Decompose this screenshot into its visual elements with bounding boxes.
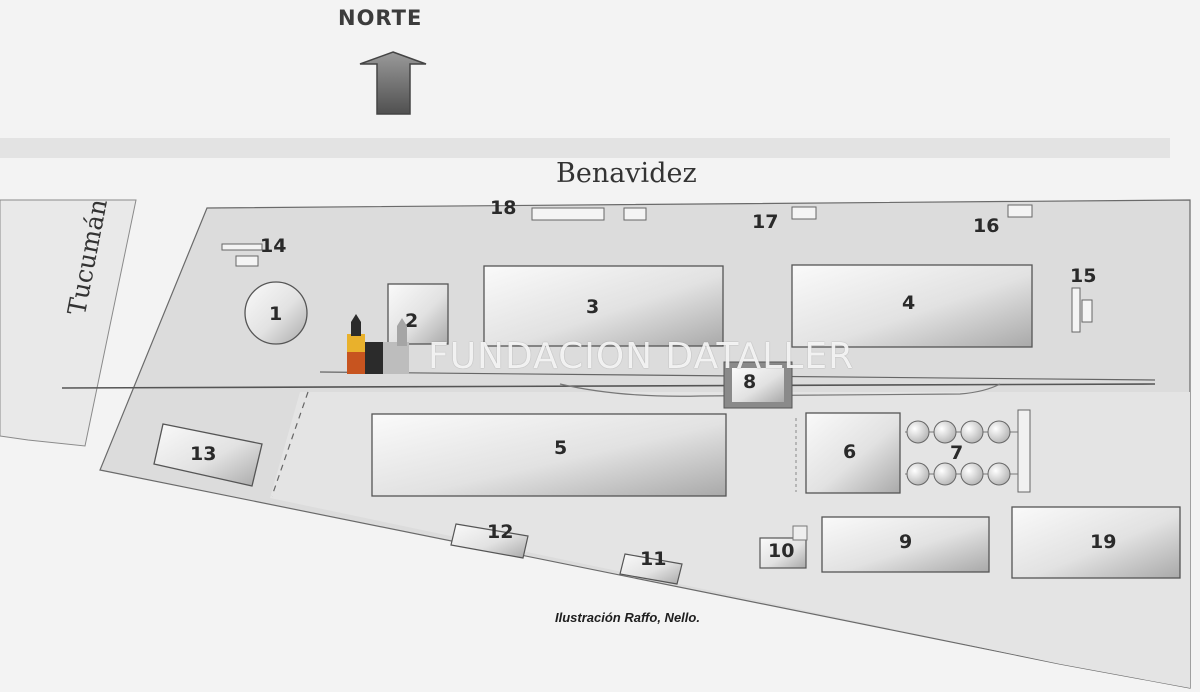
building-17 bbox=[791, 206, 817, 220]
railway-siding bbox=[559, 383, 1001, 397]
watermark-text: FUNDACION DATALLER bbox=[428, 336, 855, 377]
adjacent-lot bbox=[0, 199, 137, 447]
building-19 bbox=[1011, 506, 1181, 579]
label-17: 17 bbox=[752, 211, 778, 233]
building-11 bbox=[619, 553, 683, 585]
building-18-small bbox=[623, 207, 647, 221]
label-12: 12 bbox=[487, 521, 513, 543]
label-13: 13 bbox=[190, 443, 216, 465]
building-15 bbox=[1071, 287, 1081, 333]
label-1: 1 bbox=[269, 303, 282, 325]
label-7: 7 bbox=[950, 442, 963, 464]
building-1-silo bbox=[244, 281, 308, 345]
label-10: 10 bbox=[768, 540, 794, 562]
label-15: 15 bbox=[1070, 265, 1096, 287]
north-arrow-icon bbox=[359, 51, 427, 115]
building-3 bbox=[483, 265, 724, 347]
label-8: 8 bbox=[743, 371, 756, 393]
illustration-credit: Ilustración Raffo, Nello. bbox=[555, 610, 700, 625]
building-5 bbox=[371, 413, 727, 497]
building-18 bbox=[531, 207, 605, 221]
tanks-7 bbox=[905, 420, 1018, 486]
label-3: 3 bbox=[586, 296, 599, 318]
building-9 bbox=[821, 516, 990, 573]
label-5: 5 bbox=[554, 437, 567, 459]
building-8-top bbox=[732, 368, 784, 402]
label-14: 14 bbox=[260, 235, 286, 257]
boundary-dashed bbox=[271, 391, 309, 497]
label-19: 19 bbox=[1090, 531, 1116, 553]
label-2: 2 bbox=[405, 310, 418, 332]
building-10 bbox=[759, 537, 807, 569]
label-9: 9 bbox=[899, 531, 912, 553]
fundacion-logo-icon bbox=[347, 314, 409, 374]
label-4: 4 bbox=[902, 292, 915, 314]
building-6 bbox=[805, 412, 901, 494]
building-10-annex bbox=[792, 525, 808, 541]
building-13 bbox=[153, 423, 263, 487]
building-4 bbox=[791, 264, 1033, 348]
building-12 bbox=[450, 523, 529, 559]
label-18: 18 bbox=[490, 197, 516, 219]
tank-frame-right bbox=[1017, 409, 1031, 493]
building-14 bbox=[221, 243, 263, 251]
street-benavidez bbox=[0, 138, 1170, 158]
street-name-benavidez: Benavidez bbox=[556, 158, 697, 189]
building-15-small bbox=[1081, 299, 1093, 323]
label-11: 11 bbox=[640, 548, 666, 570]
label-16: 16 bbox=[973, 215, 999, 237]
building-14-small bbox=[235, 255, 259, 267]
north-label: NORTE bbox=[338, 6, 423, 30]
railway-line bbox=[61, 383, 1156, 389]
building-16 bbox=[1007, 204, 1033, 218]
label-6: 6 bbox=[843, 441, 856, 463]
